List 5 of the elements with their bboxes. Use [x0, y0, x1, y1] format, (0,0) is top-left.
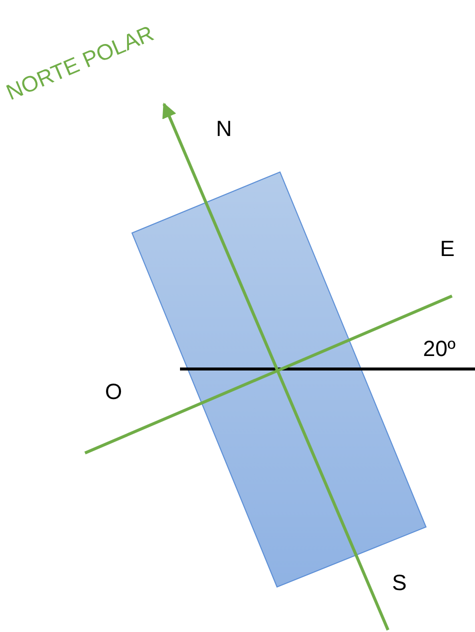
angle-label: 20º	[423, 338, 456, 360]
direction-label: E	[440, 238, 455, 260]
direction-label: S	[392, 572, 407, 594]
direction-label: O	[105, 381, 122, 403]
direction-label: N	[216, 118, 232, 140]
